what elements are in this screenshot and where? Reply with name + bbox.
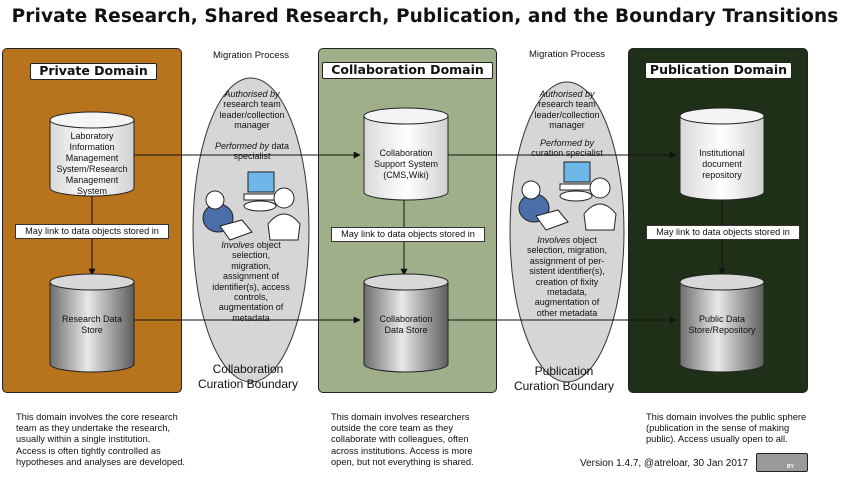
migration-1-authorisation: Authorised by research team leader/colle…: [206, 89, 298, 131]
migration-2-performer: Performed by curation specialist: [516, 138, 618, 159]
authorised-by-value: research team leader/collection manager: [219, 99, 285, 131]
involves-label: Involves: [537, 235, 571, 245]
private-domain-label: Private Domain: [30, 63, 157, 80]
collab-link-label: May link to data objects stored in: [331, 227, 485, 242]
collab-support-label: Collaboration Support System (CMS,Wiki): [373, 148, 439, 180]
collab-data-store-label: Collaboration Data Store: [379, 314, 433, 335]
license-badge: BY: [756, 453, 808, 472]
cylinder-inst-repo: [679, 107, 765, 201]
cylinder-collab-data-store: [363, 273, 449, 373]
page-title: Private Research, Shared Research, Publi…: [11, 6, 839, 27]
migration-oval-1: [192, 77, 310, 383]
publication-description: This domain involves the public sphere (…: [646, 412, 807, 445]
migration-2-authorisation: Authorised by research team leader/colle…: [520, 89, 614, 131]
cylinder-research-data-store: [49, 273, 135, 373]
migration-2-involves: Involves object selection, migration, as…: [515, 235, 619, 318]
performed-by-label: Performed by: [214, 141, 269, 151]
cylinder-public-data-store: [679, 273, 765, 373]
private-link-label: May link to data objects stored in: [15, 224, 169, 239]
migration-1-performer: Performed by data specialist: [206, 141, 298, 162]
lims-label: Laboratory Information Management System…: [56, 131, 128, 196]
involves-value: object selection, migration, assignment …: [526, 235, 608, 318]
involves-label: Involves: [221, 240, 255, 250]
involves-value: object selection, migration, assignment …: [212, 240, 290, 323]
performed-by-value: data specialist: [233, 141, 290, 162]
authorised-by-label: Authorised by: [539, 89, 595, 99]
version-text: Version 1.4.7, @atreloar, 30 Jan 2017: [580, 458, 749, 469]
cylinder-lims: [49, 111, 135, 197]
performed-by-label: Performed by: [539, 138, 595, 148]
collaboration-description: This domain involves researchers outside…: [331, 412, 474, 467]
research-data-store-label: Research Data Store: [61, 314, 123, 335]
publication-boundary-label: Publication Curation Boundary: [513, 364, 615, 393]
authorised-by-value: research team leader/collection manager: [534, 99, 600, 131]
migration-heading-2: Migration Process: [528, 49, 606, 60]
inst-repo-label: Institutional document repository: [699, 148, 745, 180]
collaboration-boundary-label: Collaboration Curation Boundary: [197, 362, 299, 391]
public-data-store-label: Public Data Store/Repository: [688, 314, 756, 335]
authorised-by-label: Authorised by: [224, 89, 280, 99]
publication-domain-label: Publication Domain: [645, 62, 792, 79]
license-by-text: BY: [787, 464, 794, 470]
private-description: This domain involves the core research t…: [16, 412, 186, 467]
people-at-computer-icon: [518, 161, 617, 231]
migration-heading-1: Migration Process: [212, 50, 290, 61]
public-link-label: May link to data objects stored in: [646, 225, 800, 240]
migration-oval-2: [509, 81, 625, 383]
migration-1-involves: Involves object selection, migration, as…: [203, 240, 299, 323]
cylinder-collab-support: [363, 107, 449, 201]
performed-by-value: curation specialist: [531, 148, 603, 159]
collaboration-domain-label: Collaboration Domain: [322, 62, 493, 79]
people-at-computer-icon: [202, 171, 301, 241]
